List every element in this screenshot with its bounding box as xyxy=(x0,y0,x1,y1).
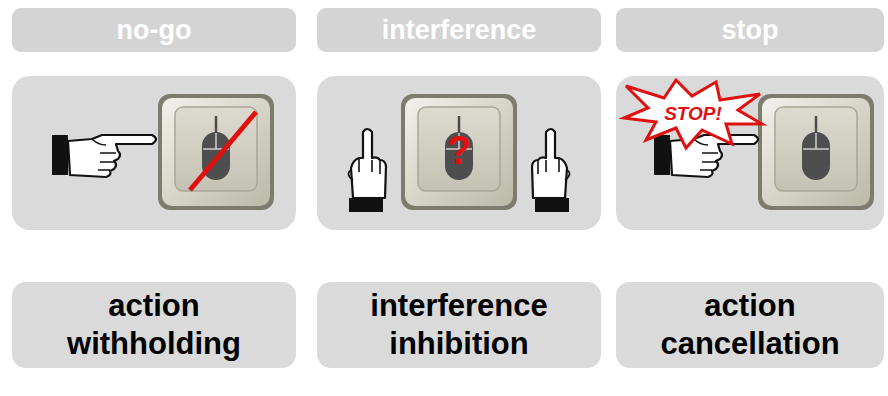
concept-text: interference inhibition xyxy=(327,287,591,363)
concept-box: interference inhibition xyxy=(317,282,601,368)
question-mark: ? xyxy=(447,128,471,173)
header-text: stop xyxy=(722,15,779,46)
header-bar: interference xyxy=(317,8,601,52)
no-slash xyxy=(190,112,256,190)
concept-box: action cancellation xyxy=(616,282,884,368)
concept-text: action withholding xyxy=(22,287,286,363)
header-text: no-go xyxy=(117,15,192,46)
concept-text: action cancellation xyxy=(626,287,874,363)
stop-burst xyxy=(624,80,762,148)
panel xyxy=(12,76,296,230)
header-text: interference xyxy=(382,15,537,46)
header-bar: no-go xyxy=(12,8,296,52)
panel xyxy=(317,76,601,230)
panel xyxy=(616,76,884,230)
stop-word: STOP! xyxy=(664,103,722,125)
concept-box: action withholding xyxy=(12,282,296,368)
header-bar: stop xyxy=(616,8,884,52)
